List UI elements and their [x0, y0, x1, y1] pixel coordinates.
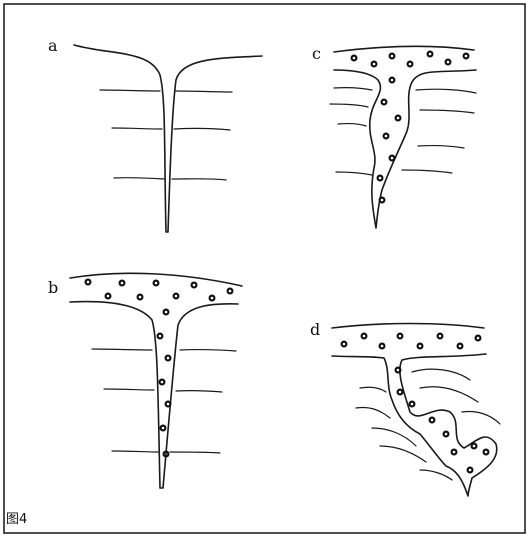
- panel-c-stratum-right-4: [402, 170, 452, 173]
- panel-d-stratum-3: [420, 387, 478, 402]
- panel-b-dyke-outline: [70, 273, 242, 488]
- panel-d-stratum-2: [360, 387, 386, 392]
- panel-c-diagram: [330, 46, 476, 228]
- panel-a-stratum-right-2: [174, 128, 230, 130]
- panel-b-label: b: [48, 280, 58, 296]
- panel-a-stratum-left-2: [112, 128, 162, 129]
- panel-c-stratum-left-2: [330, 104, 368, 107]
- panel-a-stratum-left-1: [100, 90, 160, 91]
- panel-a-stratum-left-3: [114, 178, 164, 179]
- panel-c-dyke-outline: [334, 46, 476, 228]
- panel-c-stratum-right-3: [418, 146, 464, 148]
- panel-d-stratum-6: [372, 428, 416, 446]
- panel-d-stratum-7: [380, 446, 426, 462]
- panel-b-stratum-left-2: [104, 389, 154, 390]
- panel-c-label: c: [312, 46, 321, 62]
- panel-d-label: d: [310, 322, 320, 338]
- panel-b-stratum-right-2: [176, 391, 222, 392]
- panel-b-stratum-right-1: [180, 350, 236, 351]
- panel-c-stratum-left-4: [336, 172, 372, 175]
- figure-caption: 图4: [6, 513, 27, 526]
- panel-b-stratum-right-3: [170, 452, 220, 453]
- panel-d-diagram: [332, 324, 500, 497]
- panel-b-stratum-left-1: [92, 349, 152, 350]
- panel-d-dots: [342, 334, 489, 473]
- panel-b-stratum-left-3: [112, 451, 158, 452]
- panel-d-stratum-1: [412, 369, 470, 380]
- panel-c-stratum-left-1: [334, 88, 372, 90]
- figure-border: [4, 4, 525, 533]
- panel-d-stratum-5: [462, 412, 500, 425]
- panel-a-stratum-right-3: [172, 179, 226, 180]
- panel-c-stratum-left-3: [338, 124, 366, 126]
- panel-d-stratum-4: [356, 407, 390, 418]
- panel-a-diagram: [74, 45, 262, 232]
- panel-b-diagram: [70, 273, 242, 488]
- panel-d-stratum-8: [420, 470, 452, 480]
- panel-c-stratum-right-1: [416, 89, 476, 93]
- panel-a-stratum-right-1: [176, 91, 232, 92]
- panel-a-label: a: [48, 38, 58, 54]
- panel-c-stratum-right-2: [420, 110, 474, 113]
- panel-a-crack-outline: [74, 45, 262, 232]
